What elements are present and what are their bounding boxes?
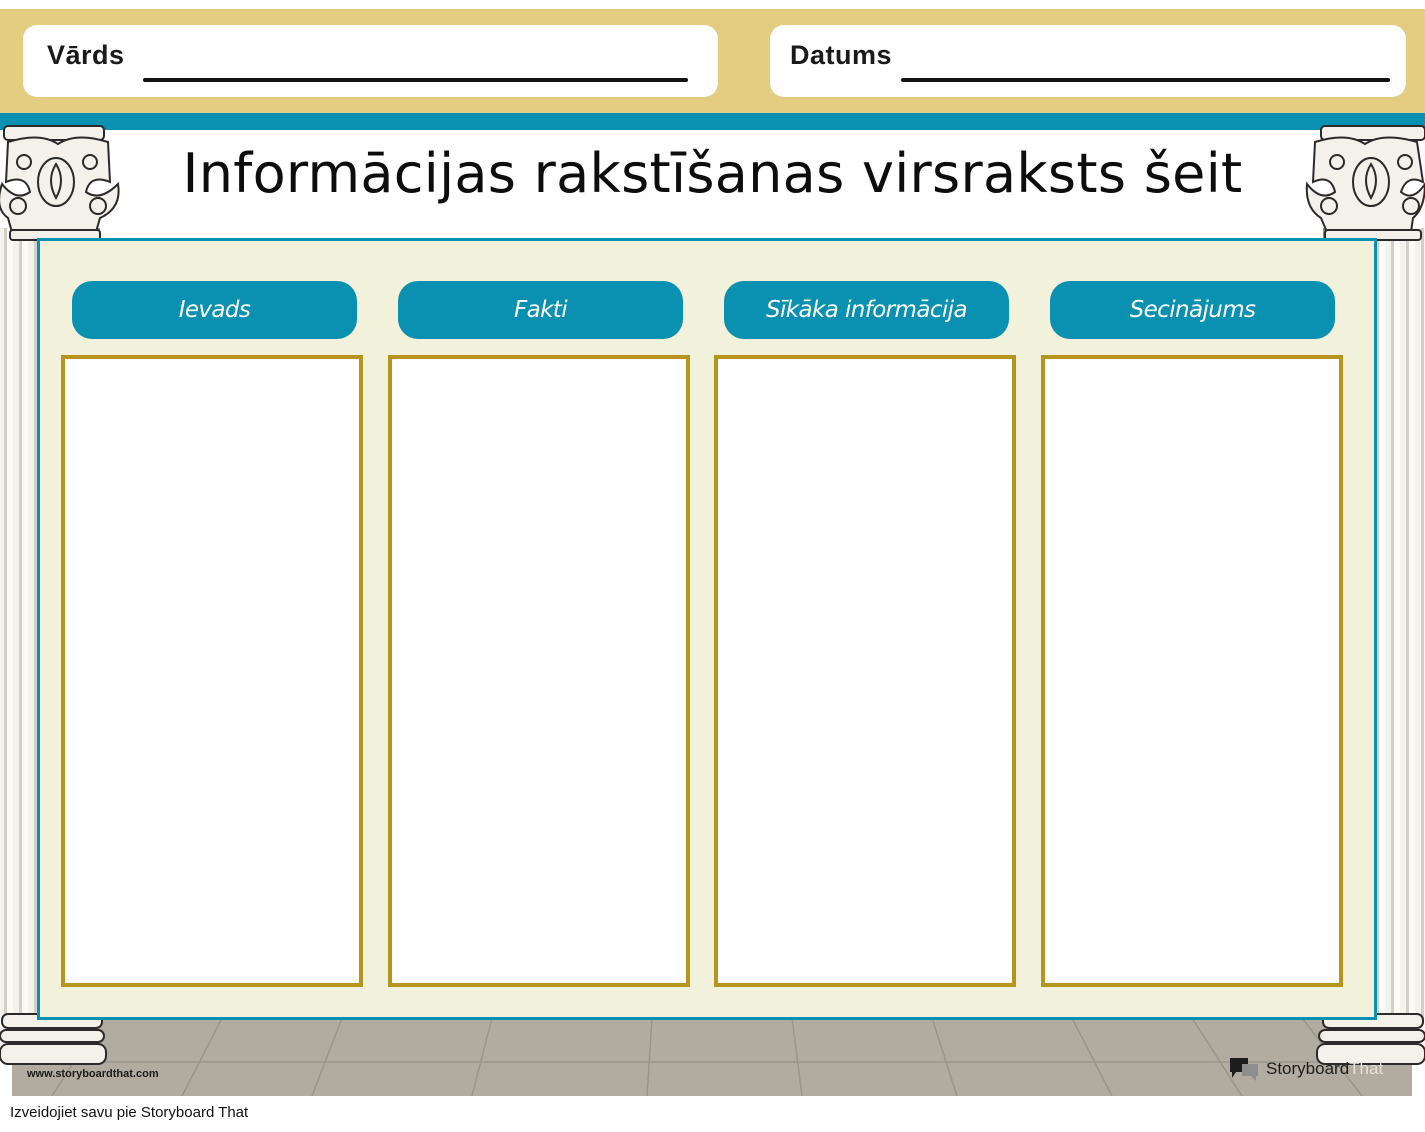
floor-tile-lines	[12, 1017, 1412, 1097]
left-column-base	[0, 1013, 107, 1065]
brand-primary: Storyboard	[1266, 1059, 1350, 1078]
date-label: Datums	[790, 40, 893, 70]
name-label: Vārds	[47, 40, 125, 70]
footer-caption: Izveidojiet savu pie Storyboard That	[10, 1104, 249, 1121]
site-url: www.storyboardthat.com	[27, 1068, 159, 1080]
page-title: Informācijas rakstīšanas virsraksts šeit	[182, 142, 1243, 205]
date-input-line[interactable]	[901, 78, 1390, 82]
writing-box-conclusion[interactable]	[1041, 355, 1343, 987]
storyboard-that-logo: StoryboardThat	[1228, 1056, 1383, 1082]
name-input-line[interactable]	[143, 78, 688, 82]
writing-box-facts[interactable]	[388, 355, 690, 987]
date-field-box	[770, 25, 1406, 97]
brand-secondary: That	[1349, 1059, 1384, 1078]
name-field-box	[23, 25, 718, 97]
column-header-facts: Fakti	[398, 281, 683, 339]
writing-box-details[interactable]	[714, 355, 1016, 987]
storyboard-that-logo-icon	[1230, 1058, 1258, 1081]
corinthian-capital-icon	[1305, 125, 1425, 241]
corinthian-capital-icon	[0, 125, 120, 241]
column-header-conclusion: Secinājums	[1050, 281, 1335, 339]
column-header-details: Sīkāka informācija	[724, 281, 1009, 339]
floor-tiles	[12, 1017, 1412, 1097]
column-header-intro: Ievads	[72, 281, 357, 339]
teal-divider-bar	[0, 113, 1425, 130]
writing-box-intro[interactable]	[61, 355, 363, 987]
